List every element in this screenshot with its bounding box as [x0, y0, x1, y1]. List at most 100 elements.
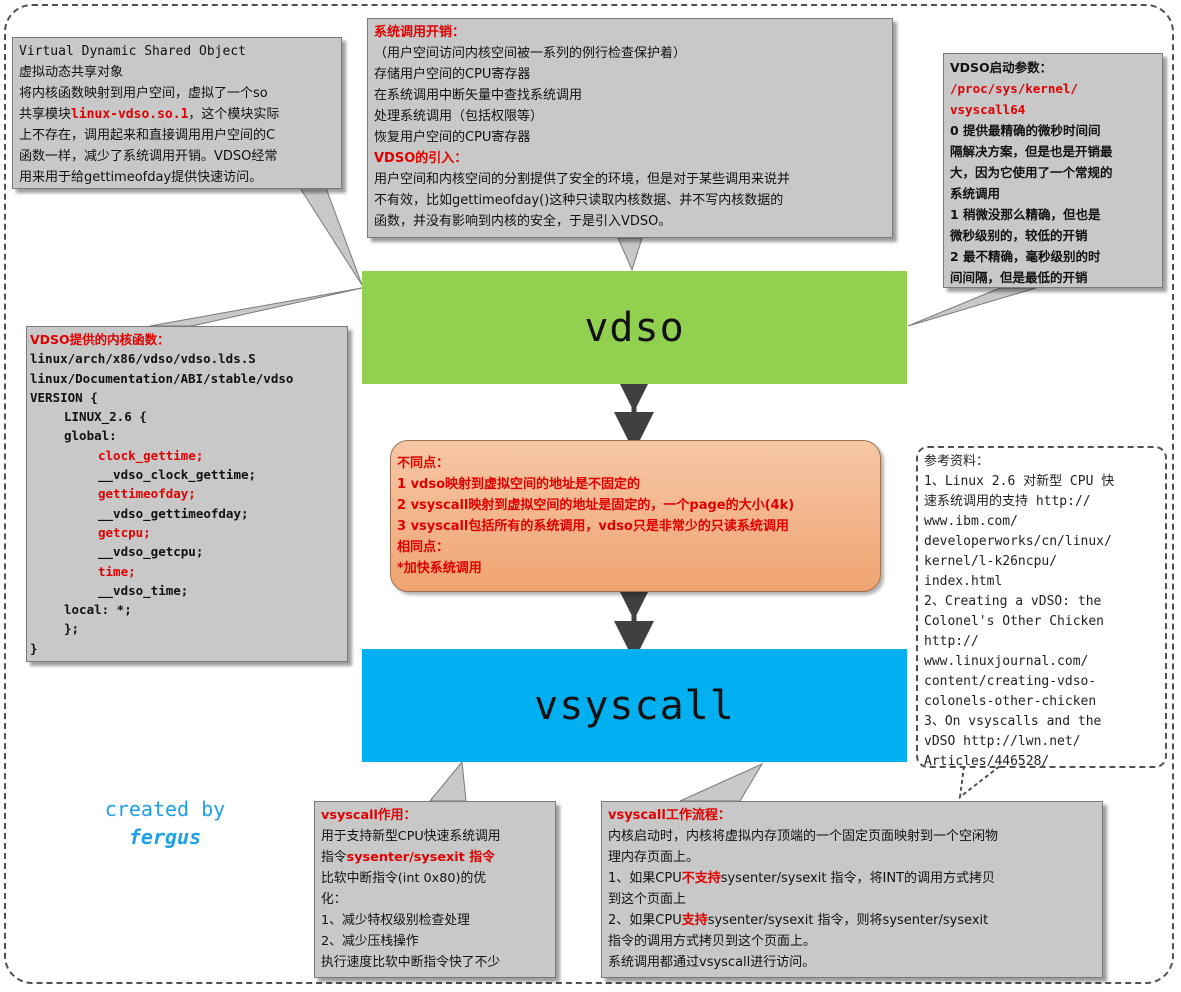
- funcs-callout-pointer: [149, 287, 363, 327]
- params-line-8: 间间隔，但是最低的开销: [950, 270, 1088, 285]
- vdso-introduction-line-1: 用户空间和内核空间的分割提供了安全的环境，但是对于某些调用来说并: [374, 172, 791, 187]
- flow-line-6: 指令的调用方式拷贝到这个页面上。: [608, 934, 817, 949]
- intro-line-2: 虚拟动态共享对象: [19, 65, 124, 80]
- flow-title: vsyscall工作流程：: [608, 808, 731, 823]
- params-line-4: 系统调用: [950, 186, 1001, 201]
- intro-line-6: 函数一样，减少了系统调用开销。VDSO经常: [19, 149, 278, 164]
- vsyscall-role-callout: vsyscall作用： 用于支持新型CPU快速系统调用 指令sysenter/s…: [314, 801, 556, 978]
- flow-line-3-pre: 1、如果CPU: [608, 871, 682, 886]
- cost-callout-pointer: [617, 237, 643, 272]
- vdso-introduction-line-3: 函数，并没有影响到内核的安全，于是引入VDSO。: [374, 214, 672, 229]
- sysenter-highlight: sysenter/sysexit 指令: [346, 850, 495, 865]
- role-line-6: 2、减少压栈操作: [321, 934, 419, 949]
- references-box: 参考资料： 1、Linux 2.6 对新型 CPU 快 速系统调用的支持 htt…: [916, 446, 1167, 768]
- refs-line-10: http://: [924, 634, 979, 649]
- refs-line-7: index.html: [924, 574, 1003, 589]
- diff-line-3: 3 vsyscall包括所有的系统调用，vdso只是非常少的只读系统调用: [397, 519, 789, 534]
- flow-line-2: 理内存页面上。: [608, 850, 700, 865]
- intro-line-4-post: ，这个模块实际: [188, 107, 280, 122]
- syscall-cost-line-2: 存储用户空间的CPU寄存器: [374, 67, 531, 82]
- syscall-cost-callout: 系统调用开销： （用户空间访问内核空间被一系列的例行检查保护着） 存储用户空间的…: [367, 18, 893, 238]
- intro-callout-pointer: [299, 187, 363, 286]
- funcs-line-1: linux/arch/x86/vdso/vdso.lds.S: [30, 351, 256, 367]
- role-line-1: 用于支持新型CPU快速系统调用: [321, 829, 501, 844]
- params-path-1: /proc/sys/kernel/: [950, 81, 1078, 96]
- refs-line-3: 速系统调用的支持 http://: [924, 494, 1091, 509]
- flow-line-5-pre: 2、如果CPU: [608, 913, 682, 928]
- refs-line-1: 参考资料：: [924, 454, 990, 469]
- intro-line-3: 将内核函数映射到用户空间，虚拟了一个so: [19, 86, 268, 101]
- supported-highlight: 支持: [681, 913, 708, 928]
- outer-dashed-frame: [4, 4, 1174, 984]
- role-line-4: 化：: [321, 892, 347, 907]
- funcs-line-4: LINUX_2.6 {: [64, 409, 147, 425]
- flow-line-5-post: sysenter/sysexit 指令，则将sysenter/sysexit: [707, 913, 989, 928]
- params-line-5: 1 稍微没那么精确，但也是: [950, 207, 1101, 222]
- syscall-cost-line-1: （用户空间访问内核空间被一系列的例行检查保护着）: [374, 46, 687, 61]
- vdso-node-label: vdso: [584, 304, 685, 351]
- syscall-cost-line-5: 恢复用户空间的CPU寄存器: [374, 130, 531, 145]
- differences-node: 不同点： 1 vdso映射到虚拟空间的地址是不固定的 2 vsyscall映射到…: [390, 440, 881, 592]
- params-line-6: 微秒级别的，较低的开销: [950, 228, 1088, 243]
- refs-line-8: 2、Creating a vDSO: the: [924, 594, 1102, 609]
- vdso-introduction-line-2: 不有效，比如gettimeofday()这种只读取内核数据、并不写内核数据的: [374, 193, 784, 208]
- refs-line-6: kernel/l-k26ncpu/: [924, 554, 1058, 569]
- refs-line-15: vDSO http://lwn.net/: [924, 734, 1081, 749]
- role-callout-pointer: [428, 760, 467, 802]
- flow-line-7: 系统调用都通过vsyscall进行访问。: [608, 955, 816, 970]
- syscall-cost-line-4: 处理系统调用（包括权限等）: [374, 109, 544, 124]
- role-line-2: 指令sysenter/sysexit 指令: [321, 847, 549, 868]
- credit-author-name: fergus: [128, 825, 202, 849]
- flow-line-1: 内核启动时，内核将虚拟内存顶端的一个固定页面映射到一个空闲物: [608, 829, 999, 844]
- role-title: vsyscall作用：: [321, 808, 417, 823]
- refs-line-14: 3、On vsyscalls and the: [924, 714, 1102, 729]
- func-getcpu: getcpu;: [98, 524, 151, 540]
- flow-callout-pointer: [679, 762, 764, 802]
- intro-line-4: 共享模块linux-vdso.so.1，这个模块实际: [19, 104, 335, 125]
- func-vdso-time: __vdso_time;: [98, 582, 189, 598]
- same-title: 相同点：: [397, 540, 450, 555]
- credit-line-1: created by: [104, 797, 226, 821]
- func-clock-gettime: clock_gettime;: [98, 447, 204, 463]
- params-title: VDSO启动参数：: [950, 60, 1053, 75]
- not-supported-highlight: 不支持: [681, 871, 721, 886]
- refs-line-16: Articles/446528/: [924, 754, 1050, 768]
- same-line-1: *加快系统调用: [397, 561, 482, 576]
- intro-line-4-pre: 共享模块: [19, 107, 72, 122]
- func-vdso-clock-gettime: __vdso_clock_gettime;: [98, 467, 257, 483]
- refs-line-4: www.ibm.com/: [924, 514, 1018, 529]
- vdso-intro-callout: Virtual Dynamic Shared Object 虚拟动态共享对象 将…: [12, 37, 342, 189]
- vdso-introduction-title: VDSO的引入：: [374, 151, 468, 166]
- params-line-2: 隔解决方案，但是也是开销最: [950, 144, 1113, 159]
- kernel-funcs-callout: VDSO提供的内核函数： linux/arch/x86/vdso/vdso.ld…: [26, 326, 348, 662]
- diff-line-1: 1 vdso映射到虚拟空间的地址是不固定的: [397, 477, 641, 492]
- role-line-3: 比软中断指令(int 0x80)的优: [321, 871, 487, 886]
- params-line-3: 大，因为它使用了一个常规的: [950, 165, 1113, 180]
- refs-line-5: developerworks/cn/linux/: [924, 534, 1112, 549]
- func-vdso-gettimeofday: __vdso_gettimeofday;: [98, 505, 249, 521]
- funcs-line-6: local: *;: [64, 602, 132, 618]
- params-callout-pointer: [907, 287, 1037, 327]
- funcs-title: VDSO提供的内核函数：: [30, 332, 170, 347]
- funcs-line-7: };: [64, 621, 80, 637]
- intro-line-5: 上不存在，调用起来和直接调用用户空间的C: [19, 128, 276, 143]
- flow-line-3-post: sysenter/sysexit 指令，将INT的调用方式拷贝: [720, 871, 996, 886]
- vsyscall-node-label: vsyscall: [534, 682, 735, 729]
- funcs-line-2: linux/Documentation/ABI/stable/vdso: [30, 370, 294, 386]
- func-vdso-getcpu: __vdso_getcpu;: [98, 544, 204, 560]
- func-gettimeofday: gettimeofday;: [98, 486, 196, 502]
- vsyscall-flow-callout: vsyscall工作流程： 内核启动时，内核将虚拟内存顶端的一个固定页面映射到一…: [601, 801, 1103, 978]
- diff-line-2: 2 vsyscall映射到虚拟空间的地址是固定的，一个page的大小(4k): [397, 498, 795, 513]
- vdso-module-name: linux-vdso.so.1: [71, 107, 189, 122]
- intro-line-7: 用来用于给gettimeofday提供快速访问。: [19, 170, 263, 185]
- params-line-1: 0 提供最精确的微秒时间间: [950, 123, 1101, 138]
- refs-line-13: colonels-other-chicken: [924, 694, 1097, 709]
- func-time: time;: [98, 563, 136, 579]
- refs-line-12: content/creating-vdso-: [924, 674, 1097, 689]
- syscall-cost-line-3: 在系统调用中断矢量中查找系统调用: [374, 88, 583, 103]
- role-line-2-pre: 指令: [321, 850, 347, 865]
- params-path-2: vsyscall64: [950, 102, 1026, 117]
- syscall-cost-title: 系统调用开销：: [374, 25, 466, 40]
- role-line-5: 1、减少特权级别检查处理: [321, 913, 470, 928]
- vsyscall-node: vsyscall: [362, 649, 907, 762]
